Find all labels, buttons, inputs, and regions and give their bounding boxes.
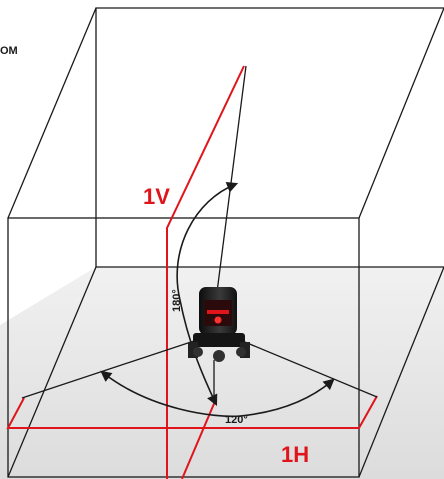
box-edge-top-left	[7, 7, 97, 219]
beam-up	[215, 65, 247, 301]
device-leg-left	[188, 342, 198, 358]
device-knob-left	[193, 347, 203, 357]
device-knob-center	[213, 350, 225, 362]
device-knob-right	[236, 347, 246, 357]
horizontal-laser-plane	[6, 395, 378, 429]
device-base	[193, 333, 245, 347]
horizontal-line-label: 1H	[281, 442, 309, 467]
angle-arrows	[100, 182, 335, 418]
vertical-line-label: 1V	[143, 184, 170, 209]
horizontal-angle-arc	[100, 370, 335, 418]
horizontal-angle-label: 120°	[225, 414, 248, 426]
box-edge-bottom-right	[358, 266, 444, 478]
box-edge-top-right	[358, 7, 444, 219]
vertical-angle-label: 180°	[171, 289, 183, 312]
corner-text: ОМ	[0, 45, 18, 57]
horizontal-laser-floor-line	[181, 398, 217, 479]
device-laser-aperture	[207, 310, 229, 314]
vertical-laser-plane	[166, 65, 245, 479]
device-lens	[214, 316, 222, 324]
laser-lines	[6, 65, 378, 479]
beam-right	[239, 339, 378, 398]
box-edge-bottom-left	[7, 266, 97, 478]
beam-left	[21, 339, 198, 399]
laser-level-device	[188, 287, 250, 362]
